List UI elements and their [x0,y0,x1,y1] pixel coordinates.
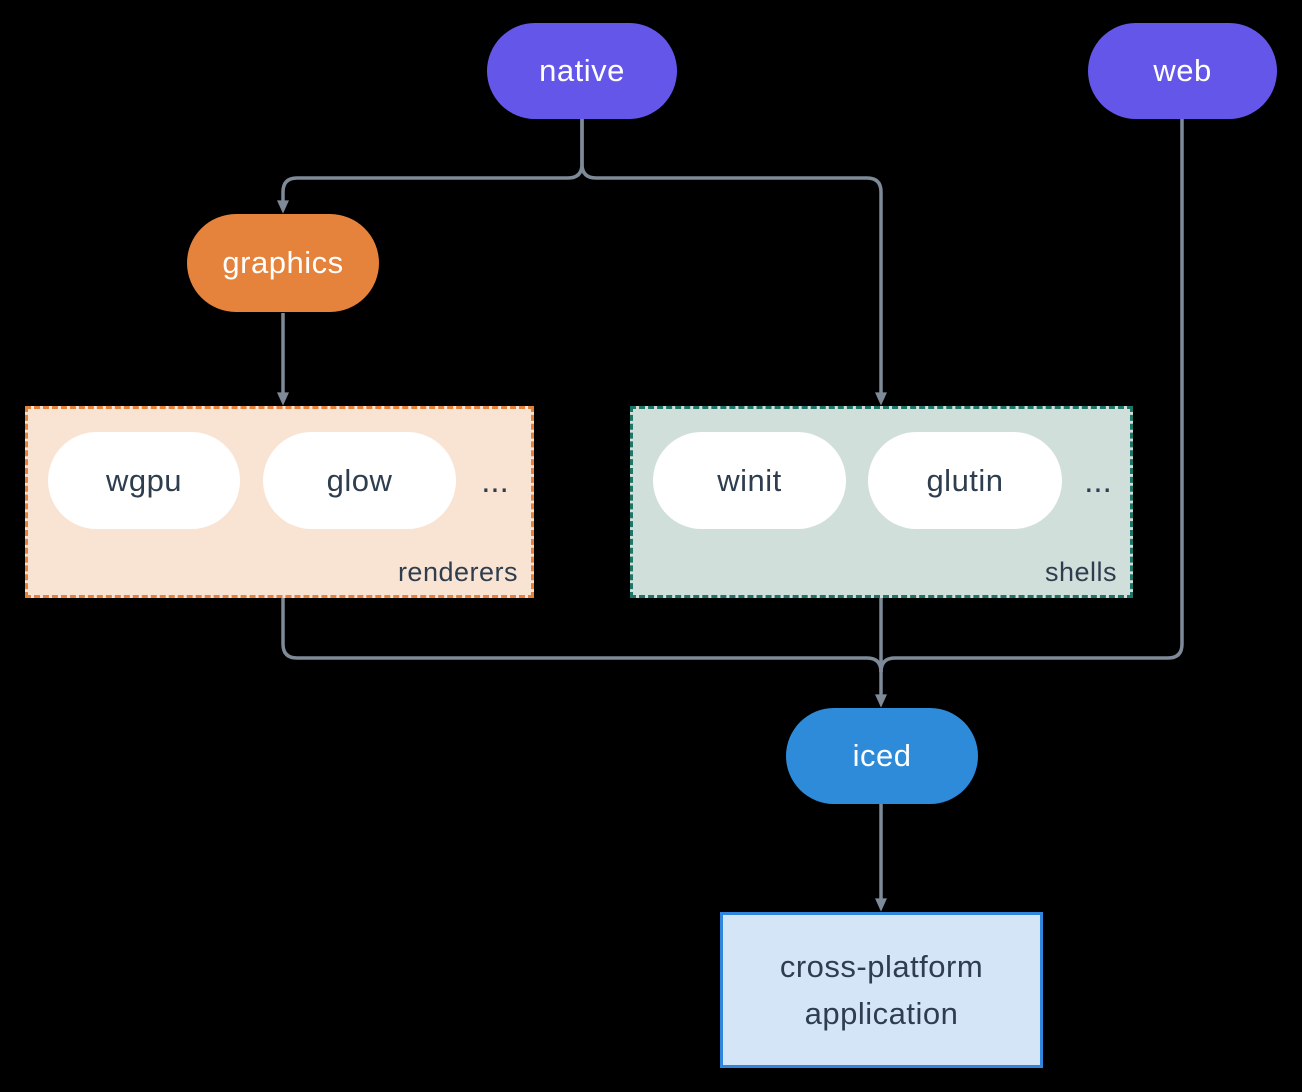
edge-native-shells [580,119,887,406]
node-glow-label: glow [326,462,393,498]
node-glow: glow [263,432,456,529]
node-glutin-label: glutin [926,462,1004,498]
node-iced: iced [786,708,978,804]
node-winit: winit [653,432,846,529]
node-web-label: web [1153,53,1212,88]
node-wgpu: wgpu [48,432,240,529]
group-renderers: wgpu glow ... renderers [25,406,534,598]
edge-renderers-iced [281,598,883,673]
shells-ellipsis: ... [1084,461,1112,499]
group-shells: winit glutin ... shells [630,406,1133,598]
node-graphics-label: graphics [222,245,344,280]
node-wgpu-label: wgpu [105,462,183,498]
edge-native-graphics [277,119,584,214]
renderers-group-label: renderers [397,557,518,587]
renderers-ellipsis: ... [481,461,509,499]
node-web: web [1088,23,1277,119]
shells-group-label: shells [1044,557,1117,587]
node-cross-platform-application: cross-platform application [720,912,1043,1068]
node-native: native [487,23,677,119]
node-glutin: glutin [868,432,1062,529]
node-graphics: graphics [187,214,379,312]
app-label-line-2: application [804,996,959,1031]
node-winit-label: winit [717,462,782,498]
node-iced-label: iced [852,738,912,773]
app-label-line-1: cross-platform [779,949,984,984]
node-native-label: native [539,53,625,88]
